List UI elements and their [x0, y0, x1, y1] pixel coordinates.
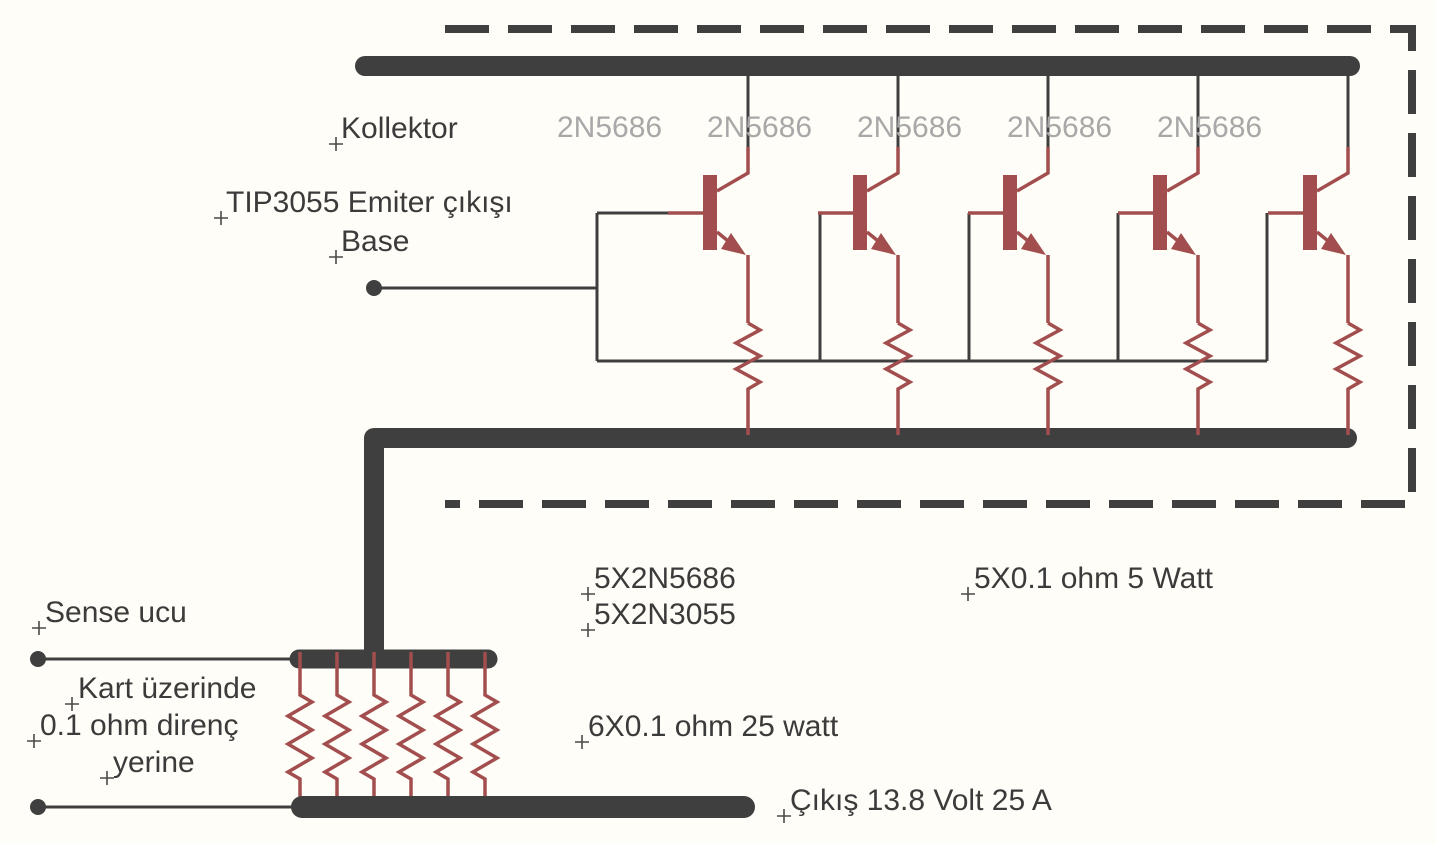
label-output: Çıkış 13.8 Volt 25 A — [790, 784, 1052, 817]
label-transistor-2: 2N5686 — [707, 111, 812, 144]
label-base: Base — [341, 225, 409, 258]
label-sense: Sense ucu — [45, 596, 187, 629]
label-transistor-3: 2N5686 — [857, 111, 962, 144]
power-transistor-unit-5 — [1266, 74, 1362, 437]
label-kart-line3: yerine — [113, 746, 195, 779]
shunt-resistor-1 — [286, 650, 314, 814]
shunt-resistor-4 — [397, 650, 425, 814]
base-bus — [595, 211, 1269, 363]
label-kart-line2: 0.1 ohm direnç — [40, 709, 238, 742]
emitter-rail — [364, 428, 1357, 667]
shunt-resistor-6 — [471, 650, 499, 814]
label-kollektor: Kollektor — [341, 112, 458, 145]
shunt-resistor-3 — [360, 650, 388, 814]
label-transistor-5: 2N5686 — [1157, 111, 1262, 144]
label-5x2n3055: 5X2N3055 — [594, 598, 736, 631]
label-tip3055-emitter: TIP3055 Emiter çıkışı — [226, 186, 513, 219]
label-transistor-1: 2N5686 — [557, 111, 662, 144]
label-kart-line1: Kart üzerinde — [78, 672, 256, 705]
label-6x-resistor: 6X0.1 ohm 25 watt — [588, 710, 839, 743]
label-5x2n5686: 5X2N5686 — [594, 562, 736, 595]
label-transistor-4: 2N5686 — [1007, 111, 1112, 144]
shunt-resistor-5 — [434, 650, 462, 814]
shunt-resistor-2 — [323, 650, 351, 814]
dashed-border — [445, 25, 1416, 508]
label-5x-resistor: 5X0.1 ohm 5 Watt — [974, 562, 1214, 595]
